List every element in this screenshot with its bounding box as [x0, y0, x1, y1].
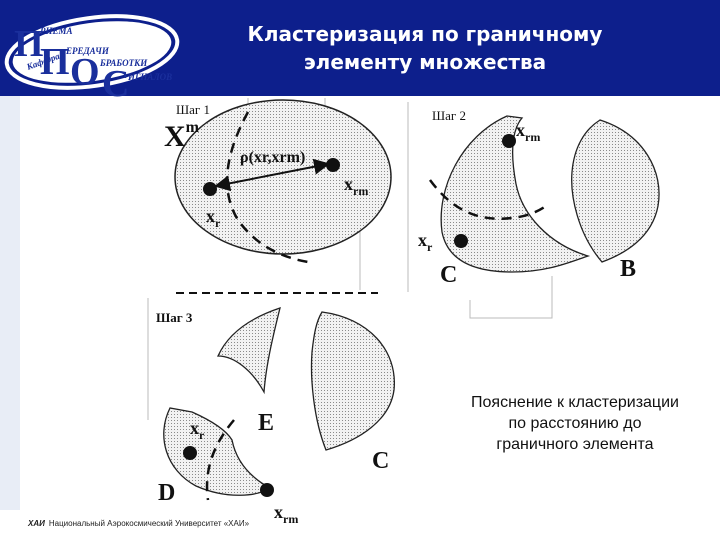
step2-panel: Шаг 2 xrm xr C B [407, 102, 660, 319]
slide-title: Кластеризация по граничному элементу мно… [215, 20, 635, 76]
logo-letter-o: О [70, 51, 100, 93]
step1-dashed-boundary [225, 111, 309, 264]
logo-letter-s: С [102, 63, 129, 100]
step3-xrm-point [260, 483, 274, 497]
title-line-1: Кластеризация по граничному [247, 22, 603, 46]
set-xm-ellipse [174, 99, 392, 255]
step2-dashed-boundary [428, 179, 547, 220]
step3-dashed-boundary [205, 419, 235, 501]
xr-label: xr [206, 206, 221, 230]
step2-cluster-b-label: B [620, 256, 636, 282]
cluster-b-shape [571, 119, 660, 263]
step2-cluster-c-label: C [440, 262, 457, 288]
step2-xr-point [454, 234, 468, 248]
title-line-2: элементу множества [303, 50, 547, 74]
cluster-e-shape [216, 307, 281, 395]
step2-xrm-point [502, 134, 516, 148]
ppos-logo: П П О С РИЕМА ЕРЕДАЧИ БРАБОТКИ ИГНАЛОВ К… [4, 14, 180, 100]
xrm-point [326, 158, 340, 172]
step1-panel: Шаг 1 Xm ρ(xr,xrm) xr xrm [164, 98, 392, 290]
footer-abbr: ХАИ [28, 519, 45, 528]
step3-cluster-e-label: E [258, 410, 274, 436]
step2-label: Шаг 2 [432, 108, 466, 123]
distance-label: ρ(xr,xrm) [240, 149, 305, 166]
logo-letter-p2: П [40, 41, 70, 83]
step3-cluster-c-shape [310, 311, 395, 451]
step3-xrm-label: xrm [274, 502, 298, 526]
step2-xrm-label: xrm [516, 120, 540, 144]
cluster-d-shape [163, 407, 272, 496]
set-xm-label: Xm [164, 119, 200, 153]
footer-university: Национальный Аэрокосмический Университет… [48, 519, 250, 528]
step2-xr-label: xr [418, 230, 433, 254]
explanation-text: Пояснение к кластеризации по расстоянию … [471, 394, 679, 453]
step3-cluster-c-label: C [372, 448, 389, 474]
logo-word-4: ИГНАЛОВ [127, 72, 172, 82]
step3-xr-point [183, 446, 197, 460]
logo-word-2: ЕРЕДАЧИ [65, 46, 110, 56]
step3-panel: Шаг 3 xr xrm E C D [147, 298, 395, 526]
logo-word-1: РИЕМА [40, 26, 73, 36]
xr-point [203, 182, 217, 196]
logo-word-3: БРАБОТКИ [99, 58, 148, 68]
xrm-label: xrm [344, 174, 368, 198]
left-decor-strip [0, 96, 20, 510]
step1-label: Шаг 1 [176, 102, 210, 117]
step3-label: Шаг 3 [156, 310, 193, 325]
step3-cluster-d-label: D [158, 480, 175, 506]
logo-letter-p1: П [14, 23, 44, 65]
distance-arrow [214, 158, 330, 192]
step3-xr-label: xr [190, 418, 205, 442]
